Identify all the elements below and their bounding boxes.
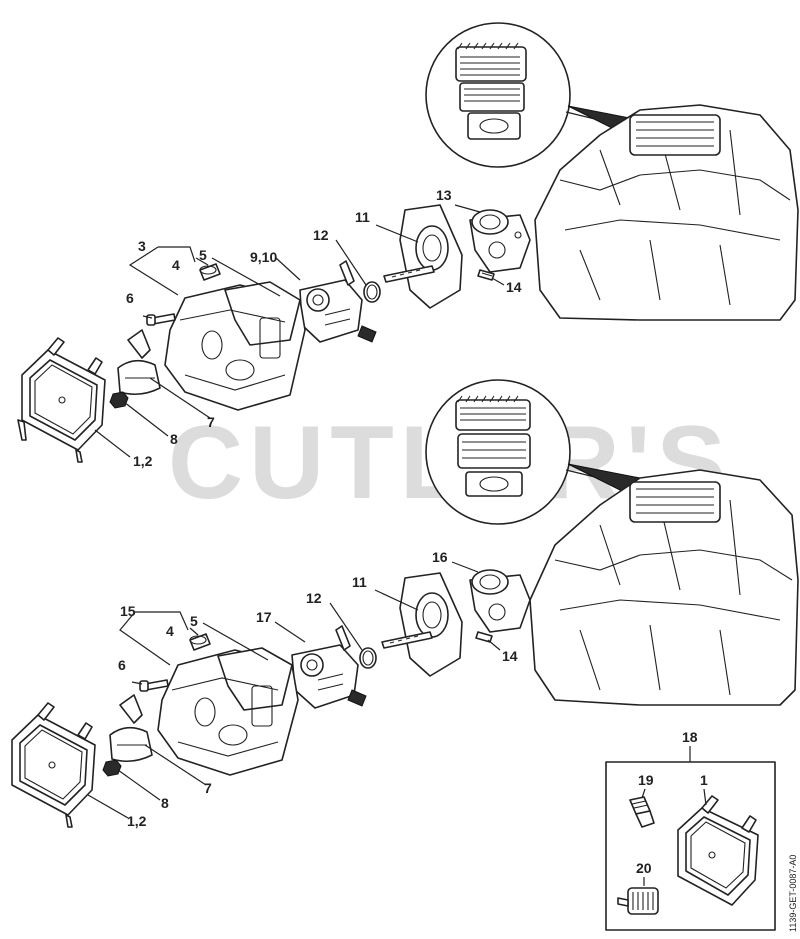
callout-bottom-6: 6 (118, 657, 126, 673)
callout-kit-1: 1 (700, 772, 708, 788)
part-12-o-ring-inner (366, 284, 378, 300)
callout-bottom-8: 8 (161, 795, 169, 811)
part-1-2-air-filter-bottom (11, 702, 96, 828)
callout-bottom-16: 16 (432, 549, 448, 565)
part-7-choke-lever-bottom (109, 694, 153, 763)
part-8-nut-bottom (102, 759, 122, 777)
callout-top-13: 13 (436, 187, 452, 203)
engine-housing-top (534, 104, 799, 321)
callout-bottom-4: 4 (166, 623, 174, 639)
callout-top-12: 12 (313, 227, 329, 243)
callout-top-3: 3 (138, 238, 146, 254)
cylinder-detail-circle-top (425, 22, 641, 168)
drawing-code: 1139-GET-0087-A0 (788, 855, 798, 932)
callout-top-8: 8 (170, 431, 178, 447)
part-15-carburetor-box (157, 647, 299, 776)
part-9-10-carburetor (299, 260, 377, 343)
callout-kit-18: 18 (682, 729, 698, 745)
callout-bottom-15: 15 (120, 603, 136, 619)
callout-bottom-17: 17 (256, 609, 272, 625)
engine-housing-bottom (529, 469, 799, 706)
part-3-carburetor-box (164, 281, 306, 411)
part-11-manifold (383, 204, 463, 309)
callout-kit-20: 20 (636, 860, 652, 876)
callout-bottom-14: 14 (502, 648, 518, 664)
callout-top-11: 11 (355, 209, 370, 225)
callout-kit-19: 19 (638, 772, 654, 788)
part-14-screw (477, 269, 495, 281)
top-assembly: 3 4 5 9,10 12 11 13 14 6 7 8 1,2 (17, 22, 799, 469)
part-4-grommet (199, 263, 221, 281)
part-6-screw (146, 313, 176, 326)
callout-top-4: 4 (172, 257, 180, 273)
kit-box-18: 18 19 1 20 (605, 729, 776, 931)
callout-bottom-5: 5 (190, 613, 198, 629)
part-4-grommet-bottom (189, 633, 211, 651)
part-19-fitting (629, 796, 655, 828)
part-6-screw-bottom (139, 679, 169, 692)
callout-bottom-7: 7 (204, 780, 212, 796)
callout-bottom-1-2: 1,2 (127, 813, 147, 829)
part-1-filter-kit (677, 795, 759, 906)
part-11-manifold-bottom (381, 572, 463, 677)
part-7-choke-lever (117, 329, 161, 396)
callout-bottom-11: 11 (352, 574, 367, 590)
callout-top-5: 5 (199, 247, 207, 263)
part-14-screw-bottom (475, 631, 493, 643)
bottom-assembly: 15 4 5 17 12 11 16 14 6 7 8 1,2 (11, 379, 799, 829)
callout-top-9-10: 9,10 (250, 249, 277, 265)
part-13-intake-flange (469, 209, 531, 273)
callout-bottom-12: 12 (306, 590, 322, 606)
callout-top-6: 6 (126, 290, 134, 306)
part-16-intake-flange (469, 569, 531, 633)
part-20-fuel-filter (617, 887, 659, 915)
part-12-o-ring-bottom-inner (362, 650, 374, 666)
part-1-2-air-filter (17, 337, 106, 463)
part-17-carburetor (291, 625, 367, 709)
callout-top-1-2: 1,2 (133, 453, 153, 469)
callout-top-14: 14 (506, 279, 522, 295)
callout-top-7: 7 (207, 414, 215, 430)
part-8-nut (109, 391, 129, 409)
